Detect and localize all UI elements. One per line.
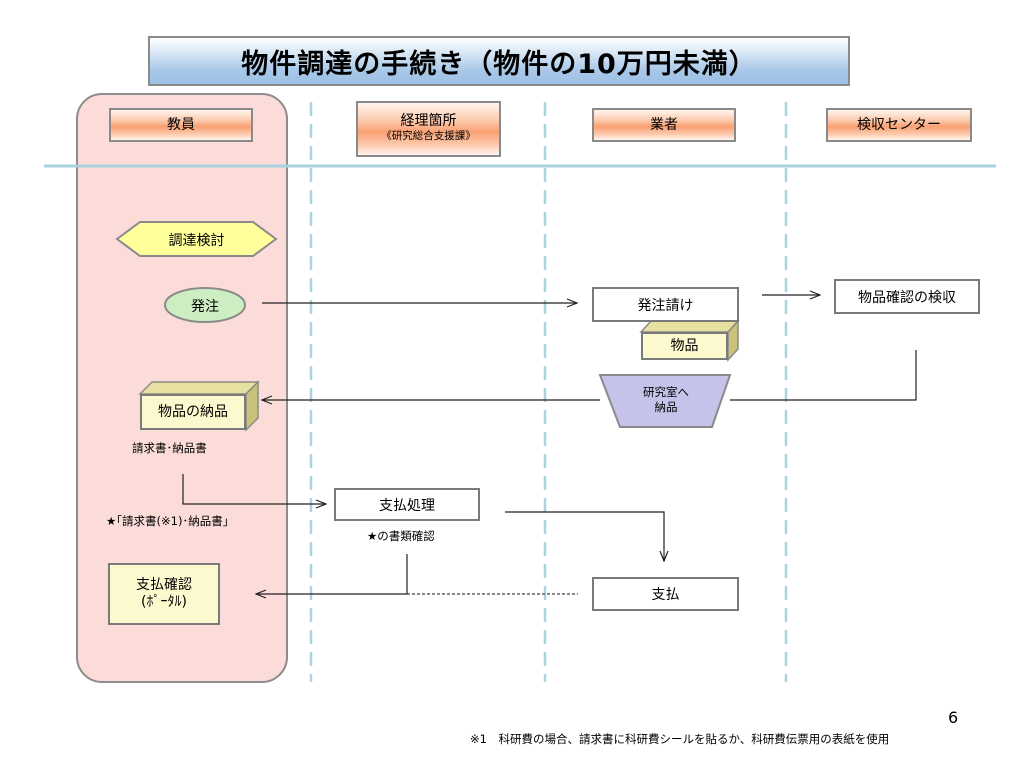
order-accept-label: 発注請け: [637, 297, 694, 314]
goods-box-side: [727, 319, 739, 362]
payment-processing-box: 支払処理: [334, 488, 480, 521]
page-title: 物件調達の手続き（物件の10万円未満）: [148, 36, 850, 86]
deliver-to-lab-label-line1: 研究室へ: [643, 385, 689, 399]
invoice-delivery-note-label: 請求書･納品書: [132, 441, 207, 455]
procurement-review-hexagon: [115, 221, 278, 257]
goods-box-top: [639, 320, 740, 333]
delivered-box-top: [138, 381, 260, 395]
lane-header-accounting-sublabel: 《研究総合支援課》: [381, 130, 476, 142]
payment-arrow: [505, 511, 664, 561]
payment-processing-label: 支払処理: [379, 497, 435, 514]
goods-delivered-label: 物品の納品: [158, 403, 228, 420]
goods-inspection-box: 物品確認の検収: [834, 279, 980, 314]
payment-confirm-box: 支払確認 (ﾎﾟｰﾀﾙ): [108, 563, 220, 625]
goods-delivered-box: 物品の納品: [140, 394, 246, 430]
lane-header-vendor-label: 業者: [650, 116, 678, 133]
procurement-review-label: 調達検討: [168, 233, 225, 249]
footnote: ※1 科研費の場合、請求書に科研費シールを貼るか、科研費伝票用の表紙を使用: [470, 732, 890, 746]
inspection-return-line: [730, 350, 917, 401]
document-check-label: ★の書類確認: [367, 529, 435, 543]
payment-confirm-label-line1: 支払確認: [136, 577, 192, 593]
documents-arrow: [182, 474, 326, 504]
deliver-to-lab-trapezoid: [598, 374, 732, 428]
page-number: 6: [948, 708, 959, 727]
lane-header-accounting-label: 経理箇所: [400, 113, 457, 129]
lane-header-accounting: 経理箇所 《研究総合支援課》: [356, 101, 501, 157]
order-label: 発注: [191, 299, 219, 315]
payment-label: 支払: [651, 587, 680, 603]
goods-inspection-label: 物品確認の検収: [858, 289, 956, 306]
goods-label: 物品: [670, 337, 699, 354]
lane-header-teacher: 教員: [109, 108, 253, 142]
lane-header-inspection-label: 検収センター: [857, 116, 941, 133]
deliver-to-lab-label-line2: 納品: [654, 400, 678, 414]
order-oval: [164, 287, 246, 323]
lane-header-teacher-label: 教員: [167, 116, 195, 133]
payment-box: 支払: [592, 577, 739, 611]
lane-header-inspection: 検収センター: [826, 108, 972, 142]
payment-confirm-label-line2: (ﾎﾟｰﾀﾙ): [141, 594, 187, 610]
order-accept-box: 発注請け: [592, 287, 739, 322]
lane-header-vendor: 業者: [592, 108, 736, 142]
confirm-arrow: [256, 554, 408, 594]
goods-box: 物品: [641, 332, 728, 360]
deliver-to-lab-label: 研究室へ 納品: [620, 385, 712, 415]
delivered-box-side: [245, 380, 259, 432]
documents-note-label: ★｢請求書(※1)･納品書｣: [106, 514, 229, 528]
